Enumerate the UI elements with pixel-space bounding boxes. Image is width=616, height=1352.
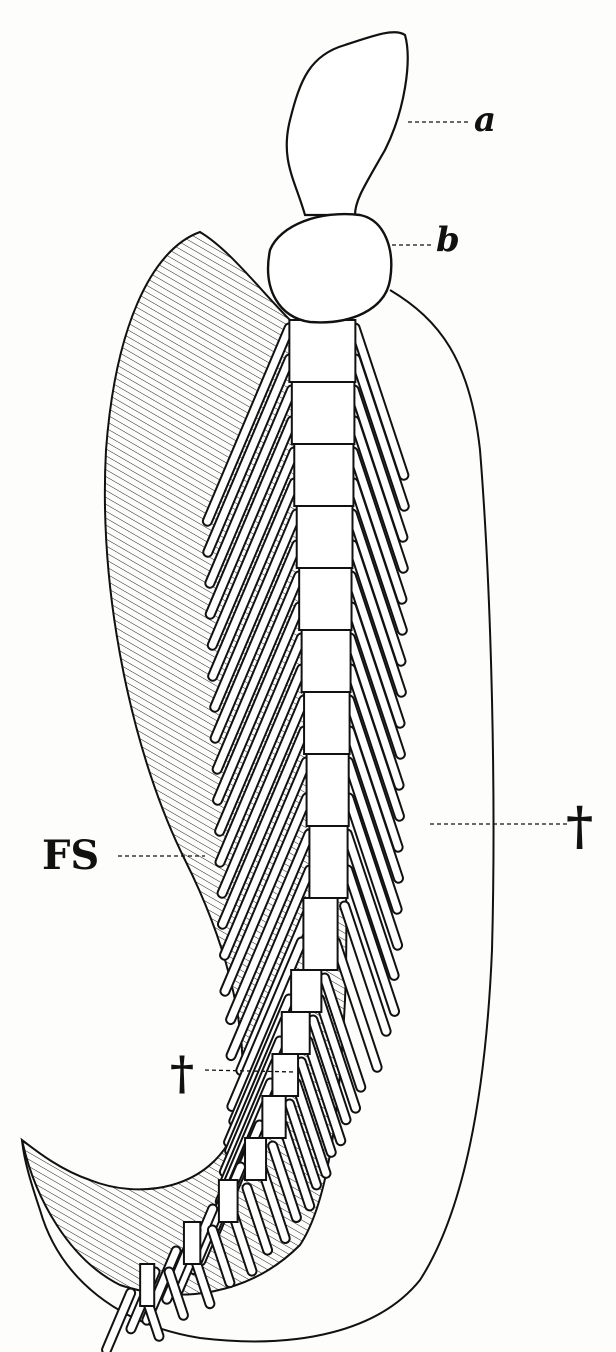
axis-segment [300,629,352,693]
label-dagger-right: † [566,796,594,857]
axis-segment [305,753,350,827]
fin-ray-fill [297,1058,335,1156]
fin-ray-fill [211,510,300,711]
label-a: a [474,100,497,140]
fin-ray-fill [315,995,360,1112]
fin-ray-fill [309,1016,350,1124]
fin-ray-fill [348,510,405,665]
fin-ray-fill [206,417,296,618]
fin-ray-fill [349,448,406,603]
fin-ray-fill [350,386,407,541]
fin-ray-fill [243,1184,272,1254]
axis-segment [303,691,351,755]
fin-ray-fill [292,1079,330,1177]
fin-ray-fill [347,572,404,727]
element-a [285,31,409,217]
axis-segment [244,1137,268,1181]
fin-ray-fill [332,938,381,1071]
fin-ray-fill [346,634,403,789]
axis-segment [302,897,339,971]
fin-ray-fill [343,830,398,979]
fin-ray-fill [341,902,390,1035]
fin-ray-fill [269,1142,300,1221]
leader-lines [118,121,568,1073]
axis-segment [288,319,357,383]
element-b [266,212,393,324]
fin-ray-fill [203,324,293,525]
fin-outline [21,289,495,1343]
fin-axis-segments [139,319,357,1307]
fin-ray-fill [344,866,399,1015]
fin-ray-fill [214,603,303,804]
fin-ray-fill [346,727,402,882]
fin-ray-fill [218,727,308,928]
axis-segment [293,443,355,507]
axis-segment [290,969,323,1013]
fin-ray-fill [204,355,293,556]
fin-ray-fill [351,324,408,479]
fin-ray-fill [237,902,314,1074]
fin-ray-fill [345,696,402,851]
axis-segment [139,1263,156,1307]
fin-ray-fill [286,1100,320,1189]
fin-ray-fill [227,830,313,1024]
fin-ray-fill [208,448,298,649]
fin-ray-fill [208,1226,234,1287]
axis-segment [298,567,353,631]
fin-ray-fill [345,794,402,949]
fin-ray-fill [221,758,310,959]
fin-ray-fill [218,696,308,897]
fin-ray-fill [321,974,365,1091]
fin-ray-fill [213,572,303,773]
fin-ray-fill [349,541,405,696]
axis-segment [290,381,356,445]
fin-ray-fill [227,866,314,1060]
fin-ray-fill [165,1268,187,1319]
axis-segment [308,825,349,899]
axis-segment [295,505,354,569]
fin-ray-fill [347,665,403,820]
fin-ray-fill [344,758,401,913]
label-dagger-left: † [170,1046,195,1100]
fin-ray-fill [304,1037,345,1145]
axis-segment [271,1053,300,1097]
axis-segment [217,1179,239,1223]
fin-ray-fill [350,479,406,634]
fin-ray-fill [206,386,296,587]
fin-ray-fill [216,665,306,866]
fin-ray-fill [209,479,298,680]
axis-segment [261,1095,287,1139]
axis-segment [182,1221,202,1265]
fin-ray-fill [279,1121,314,1210]
fin-ray-fill [216,634,305,835]
fin-ray-fill [221,794,311,995]
label-fs: FS [42,832,100,879]
fin-ray-fill [211,541,301,742]
axis-segment [280,1011,311,1055]
fin-ray-fill [351,417,407,572]
label-b: b [436,220,460,260]
fin-ray-fill [103,1289,135,1352]
fin-ray-fill [228,938,305,1110]
fin-ray-fill [351,355,408,510]
fin-ray-fill [348,603,404,758]
